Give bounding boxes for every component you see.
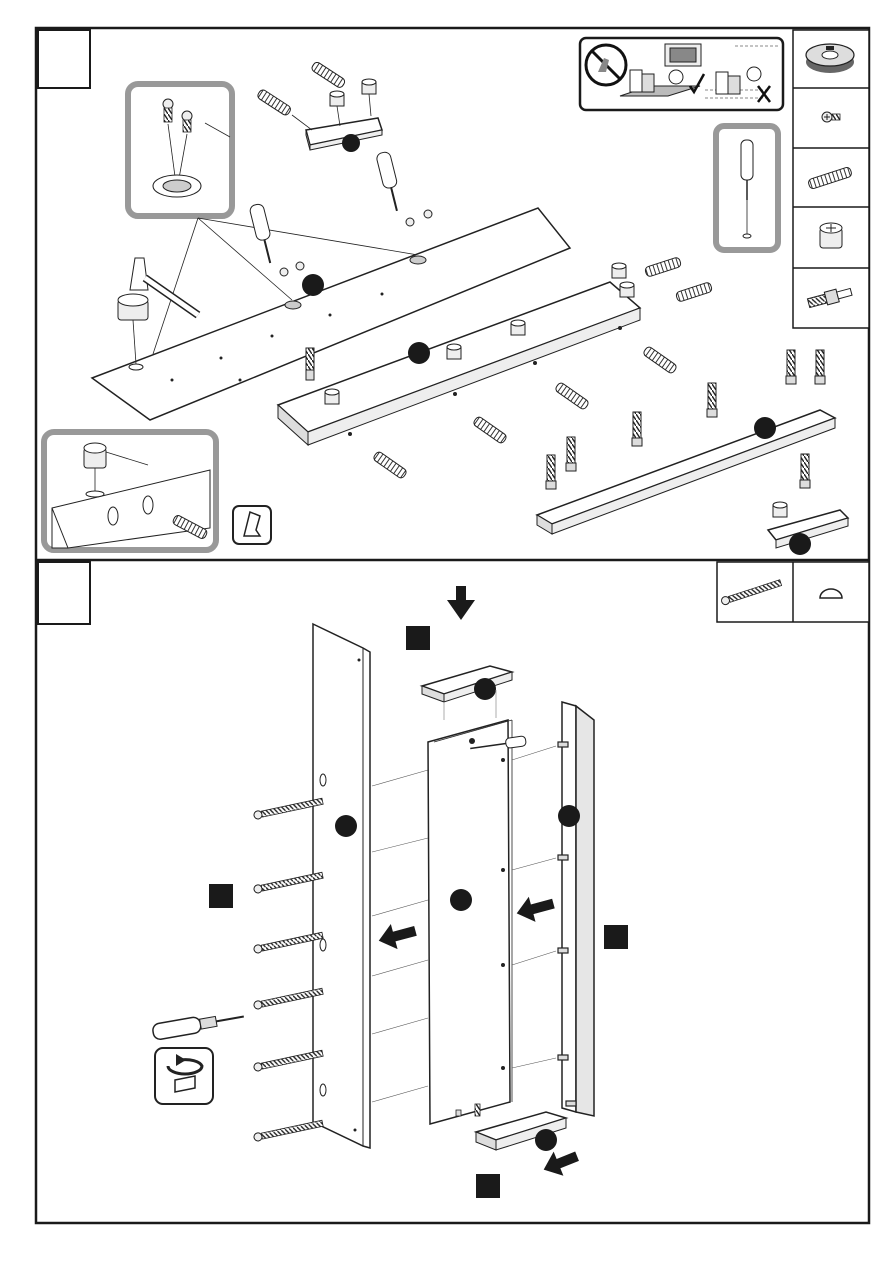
push-arrow-left — [375, 918, 418, 953]
small-shelf-piece-top — [256, 61, 382, 152]
step-number-box — [38, 562, 90, 624]
part-label-square — [209, 884, 233, 908]
hand-with-paper-icon — [233, 506, 271, 544]
no-hand-tool-icon — [586, 45, 626, 85]
step-2 — [38, 562, 869, 1198]
cam-lock-icon — [806, 44, 854, 73]
parts-legend — [793, 30, 869, 328]
screwdriver — [152, 1009, 245, 1041]
rotate-arrow-icon — [155, 1048, 213, 1104]
push-arrow-center — [513, 891, 556, 926]
floor-protection-warning — [580, 38, 783, 110]
step-1 — [38, 30, 869, 555]
screwdriver-right — [376, 151, 404, 213]
cam-in-panel-detail-callout — [44, 432, 216, 550]
cam-bolts-row — [306, 348, 314, 380]
small-shelf-piece-bottom — [768, 502, 848, 555]
screw-detail-callout — [128, 84, 232, 216]
left-side-panel — [313, 624, 370, 1148]
screwdriver-detail-callout — [716, 126, 778, 250]
part-label-square — [604, 925, 628, 949]
lower-rail — [537, 350, 835, 534]
screwdriver-left — [249, 203, 277, 265]
back-panel — [428, 720, 526, 1124]
down-arrow — [447, 586, 475, 620]
step-number-box — [38, 30, 90, 88]
part-label-square — [406, 626, 430, 650]
part-label-square — [476, 1174, 500, 1198]
top-board — [422, 666, 512, 720]
parts-legend — [717, 562, 869, 622]
cam-lock-housing-icon — [820, 223, 842, 248]
